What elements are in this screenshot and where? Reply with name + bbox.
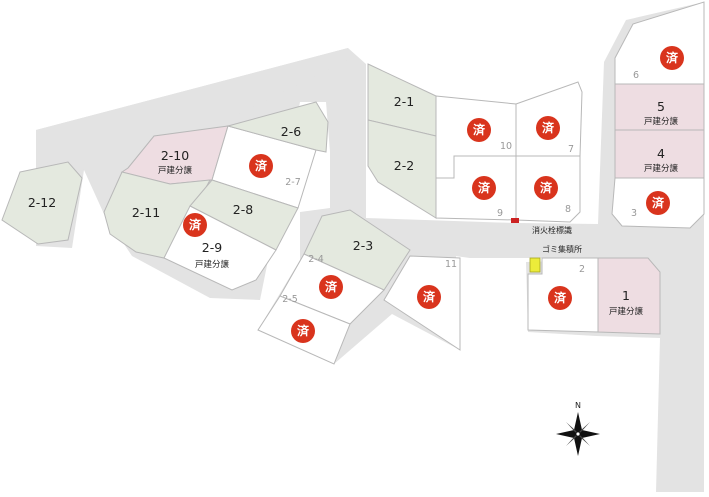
- lot-4-number: 4: [657, 146, 665, 161]
- sold-marker-circle: [319, 275, 343, 299]
- lot-2-5-number: 2-5: [282, 294, 298, 305]
- lot-3-sold-badge: 済: [646, 191, 670, 215]
- lot-2-9-sold-badge: 済: [183, 213, 207, 237]
- sold-marker-text: 済: [255, 158, 268, 173]
- garbage-collection-point: [529, 257, 541, 273]
- sold-marker-text: 済: [423, 289, 436, 304]
- lot-2-8-number: 2-8: [233, 202, 253, 217]
- lot-2-10-number: 2-10: [161, 148, 189, 163]
- lot-2-4-sold-badge: 済: [319, 275, 343, 299]
- lot-7-number: 7: [568, 144, 574, 155]
- lot-2-2-number: 2-2: [394, 158, 414, 173]
- lot-8-number: 8: [565, 204, 571, 215]
- sold-marker-circle: [660, 46, 684, 70]
- lot-2-7-number: 2-7: [285, 177, 301, 188]
- lot-9-number: 9: [497, 208, 503, 219]
- sold-marker-circle: [548, 286, 572, 310]
- lot-2-6-number: 2-6: [281, 124, 301, 139]
- road-west-strip: [36, 48, 348, 170]
- sold-marker-text: 済: [540, 180, 553, 195]
- lot-10-number: 10: [500, 141, 512, 152]
- lot-2-7-sold-badge: 済: [249, 154, 273, 178]
- sold-marker-text: 済: [325, 279, 338, 294]
- lot-2-number: 2: [579, 264, 585, 275]
- lot-2-12-number: 2-12: [28, 195, 56, 210]
- lot-2-3[interactable]: [303, 209, 411, 291]
- lot-7-sold-badge: 済: [536, 116, 560, 140]
- lot-2-10-sale-label: 戸建分譲: [158, 165, 193, 176]
- sold-marker-circle: [646, 191, 670, 215]
- lot-6-sold-badge: 済: [660, 46, 684, 70]
- fire-hydrant-marker: [511, 218, 519, 223]
- lot-2-6[interactable]: [226, 101, 329, 153]
- sold-marker-text: 済: [478, 180, 491, 195]
- sold-marker-circle: [291, 319, 315, 343]
- sold-marker-circle: [249, 154, 273, 178]
- sold-marker-text: 済: [189, 217, 202, 232]
- sold-marker-text: 済: [297, 323, 310, 338]
- lot-1-number: 1: [622, 288, 630, 303]
- sold-marker-text: 済: [652, 195, 665, 210]
- lot-6-number: 6: [633, 70, 639, 81]
- sold-marker-text: 済: [473, 122, 486, 137]
- sold-marker-circle: [183, 213, 207, 237]
- lot-8-sold-badge: 済: [534, 176, 558, 200]
- lot-2-4-number: 2-4: [308, 254, 324, 265]
- lot-2-9-number: 2-9: [202, 240, 222, 255]
- lot-2-2[interactable]: [367, 119, 437, 219]
- lot-2-5-sold-badge: 済: [291, 319, 315, 343]
- garbage-collection-label: ゴミ集積所: [542, 244, 582, 254]
- sold-marker-text: 済: [666, 50, 679, 65]
- fire-hydrant-sign-label: 消火栓標識: [532, 225, 572, 235]
- lot-2-12[interactable]: [1, 161, 83, 245]
- lot-3-number: 3: [631, 208, 637, 219]
- sold-marker-circle: [417, 285, 441, 309]
- lot-1-sale-label: 戸建分譲: [609, 306, 644, 317]
- lot-1[interactable]: [597, 257, 661, 335]
- sold-marker-text: 済: [554, 290, 567, 305]
- lot-11-number: 11: [445, 259, 457, 270]
- compass-rose-icon: N: [556, 401, 600, 456]
- compass-north-letter: N: [575, 401, 581, 410]
- sold-marker-circle: [534, 176, 558, 200]
- sold-marker-text: 済: [542, 120, 555, 135]
- road-central: [366, 218, 600, 258]
- sold-marker-circle: [472, 176, 496, 200]
- lot-11-sold-badge: 済: [417, 285, 441, 309]
- lot-9-sold-badge: 済: [472, 176, 496, 200]
- lot-4-sale-label: 戸建分譲: [644, 163, 679, 174]
- lot-10-sold-badge: 済: [467, 118, 491, 142]
- lot-2-9-sale-label: 戸建分譲: [195, 259, 230, 270]
- lot-2-11-number: 2-11: [132, 205, 160, 220]
- lot-5-sale-label: 戸建分譲: [644, 116, 679, 127]
- sold-marker-circle: [536, 116, 560, 140]
- lot-2-sold-badge: 済: [548, 286, 572, 310]
- lot-2-1-number: 2-1: [394, 94, 414, 109]
- lot-2-3-number: 2-3: [353, 238, 373, 253]
- lot-5-number: 5: [657, 99, 665, 114]
- sold-marker-circle: [467, 118, 491, 142]
